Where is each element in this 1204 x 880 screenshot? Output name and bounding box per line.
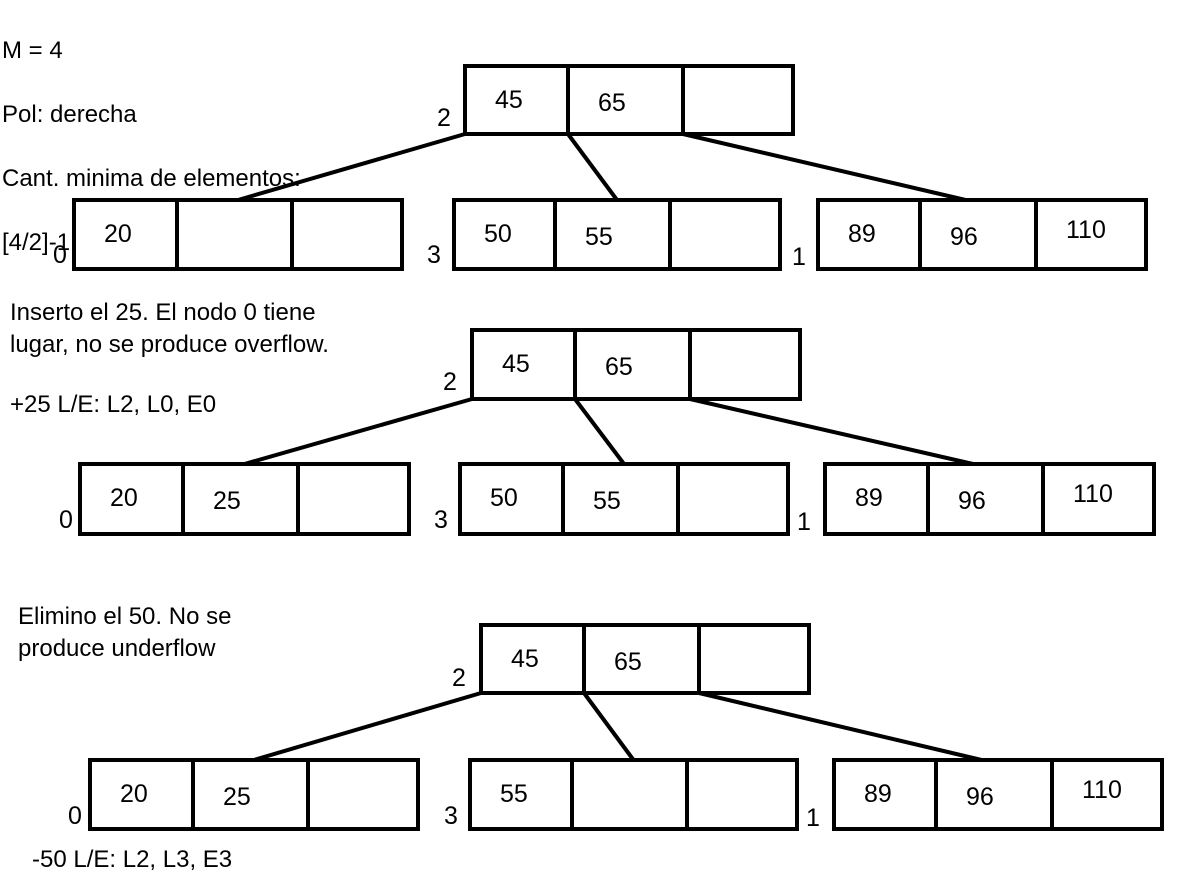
child-node-key: 96 <box>966 783 994 811</box>
child-node-key: 55 <box>593 487 621 515</box>
child-node-key: 20 <box>104 220 132 248</box>
tree-edge <box>698 691 983 762</box>
root-node-key: 65 <box>598 89 626 117</box>
child-node-box <box>468 758 799 831</box>
delete-trace: -50 L/E: L2, L3, E3 <box>32 846 233 873</box>
child-node-key: 50 <box>484 220 512 248</box>
root-node-key: 45 <box>495 86 523 114</box>
child-node-id: 1 <box>806 804 820 832</box>
child-node-id: 3 <box>427 241 441 269</box>
child-node-box <box>832 758 1164 831</box>
root-node: 45 65 <box>463 64 795 136</box>
child-node-key: 20 <box>110 484 138 512</box>
order-label: M = 4 <box>2 37 63 64</box>
tree-edge <box>689 397 974 466</box>
child-node-id: 0 <box>53 241 67 269</box>
child-node-key: 110 <box>1066 216 1106 244</box>
tree-edge <box>243 397 473 466</box>
child-node: 89 96 110 <box>823 462 1156 536</box>
tree-edge <box>582 691 636 762</box>
root-node-box <box>463 64 795 136</box>
delete-description: Elimino el 50. No se produce underflow <box>18 603 232 662</box>
tree-edge <box>573 397 626 466</box>
child-node-key: 96 <box>950 223 978 251</box>
child-node: 89 96 110 <box>832 758 1164 831</box>
child-node-id: 1 <box>792 243 806 271</box>
root-node-key: 65 <box>605 353 633 381</box>
root-node-id: 2 <box>437 104 451 132</box>
root-node-id: 2 <box>452 664 466 692</box>
child-node-key: 50 <box>490 484 518 512</box>
root-node-box <box>470 328 802 401</box>
root-node-id: 2 <box>443 368 457 396</box>
child-node-box <box>72 198 404 271</box>
child-node: 50 55 <box>458 462 790 536</box>
policy-label: Pol: derecha <box>2 101 137 128</box>
child-node-key: 89 <box>855 484 883 512</box>
insert-trace: +25 L/E: L2, L0, E0 <box>10 391 217 418</box>
child-node-id: 1 <box>797 508 811 536</box>
root-node: 45 65 <box>479 623 811 695</box>
child-node-key: 55 <box>585 223 613 251</box>
child-node-key: 110 <box>1082 776 1122 804</box>
child-node-key: 25 <box>213 487 241 515</box>
root-node-key: 65 <box>614 648 642 676</box>
child-node: 55 <box>468 758 799 831</box>
tree-edge <box>253 691 482 762</box>
child-node-key: 89 <box>864 780 892 808</box>
child-node-key: 96 <box>958 487 986 515</box>
child-node-key: 55 <box>500 780 528 808</box>
child-node: 89 96 110 <box>816 198 1148 271</box>
child-node-box <box>816 198 1148 271</box>
btree-1: 45 65 2 20 0 50 55 3 89 96 110 1 <box>53 64 1148 271</box>
child-node-key: 25 <box>223 783 251 811</box>
child-node: 20 <box>72 198 404 271</box>
child-node-id: 0 <box>59 506 73 534</box>
child-node-key: 89 <box>848 220 876 248</box>
child-node-box <box>458 462 790 536</box>
root-node-key: 45 <box>502 350 530 378</box>
child-node-key: 20 <box>120 780 148 808</box>
tree-edge <box>566 132 619 202</box>
child-node-id: 0 <box>68 802 82 830</box>
child-node-key: 110 <box>1073 480 1113 508</box>
tree-edge <box>237 132 466 202</box>
child-node-id: 3 <box>444 802 458 830</box>
insert-description: Inserto el 25. El nodo 0 tiene lugar, no… <box>10 299 329 358</box>
child-node-box <box>88 758 420 831</box>
child-node-id: 3 <box>434 506 448 534</box>
tree-edge <box>682 132 967 202</box>
child-node: 50 55 <box>452 198 782 271</box>
child-node-box <box>452 198 782 271</box>
root-node-box <box>479 623 811 695</box>
root-node-key: 45 <box>511 645 539 673</box>
child-node-box <box>78 462 411 536</box>
child-node-box <box>823 462 1156 536</box>
root-node: 45 65 <box>470 328 802 401</box>
